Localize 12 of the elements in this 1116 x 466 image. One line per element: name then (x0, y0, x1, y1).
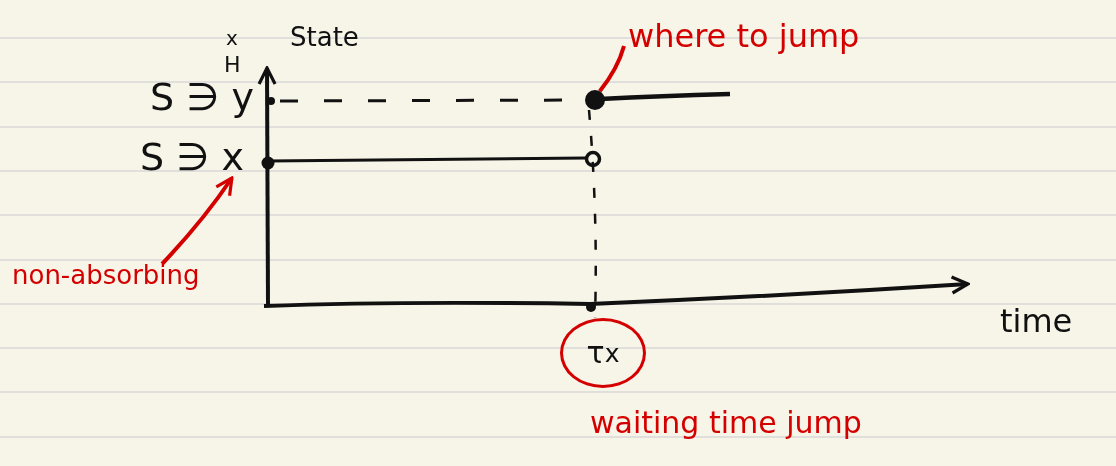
state-label: S ∋ x (140, 138, 244, 176)
annotation-text: waiting time jump (590, 408, 862, 438)
annotation-text: non-absorbing (12, 262, 200, 288)
annotation-text: where to jump (628, 20, 860, 52)
leader-line (598, 45, 626, 93)
axis-label: H (224, 54, 241, 76)
state-label: S ∋ y (150, 78, 254, 116)
arrow (160, 176, 234, 266)
jump-point-dot (585, 90, 605, 110)
axis-label: State (290, 24, 359, 50)
axis-label: time (1000, 305, 1073, 337)
axis-label: x (226, 28, 238, 48)
